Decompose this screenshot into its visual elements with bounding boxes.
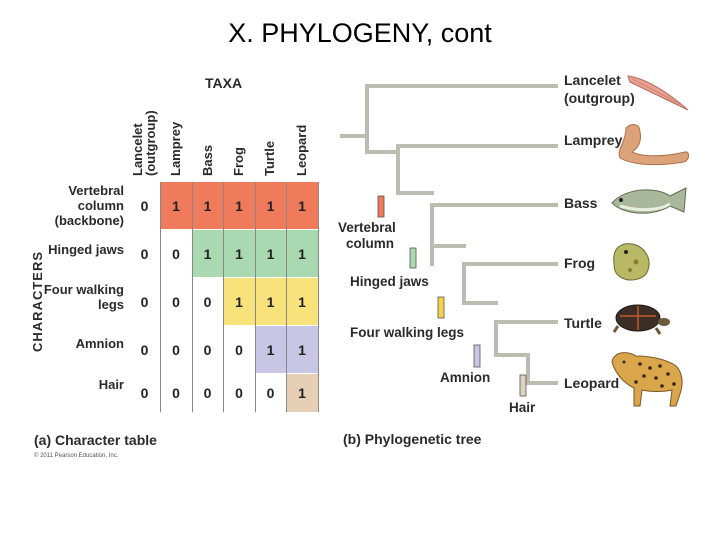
table-cell: 0 xyxy=(203,293,212,310)
table-cell: 1 xyxy=(255,182,286,229)
table-cell: 1 xyxy=(255,230,286,277)
table-cell: 0 xyxy=(140,197,149,214)
table-cell: 0 xyxy=(172,245,180,262)
grid-line xyxy=(254,182,256,412)
taxon-label-lancelet: Lancelet xyxy=(564,72,621,88)
taxon-label-turtle: Turtle xyxy=(564,315,602,331)
table-cell: 0 xyxy=(140,245,149,262)
tree-caption: (b) Phylogenetic tree xyxy=(343,431,482,447)
table-cell: 1 xyxy=(286,182,318,229)
grid-line xyxy=(191,182,193,412)
grid-line xyxy=(317,182,319,412)
bass-illustration xyxy=(611,187,687,214)
table-cell: 0 xyxy=(140,341,149,358)
lamprey-illustration xyxy=(618,124,690,166)
marker-four-walking-legs xyxy=(437,296,445,319)
taxa-heading: TAXA xyxy=(205,75,243,91)
character-markers xyxy=(377,195,527,397)
row-label-vertebral-column: Vertebral column (backbone) xyxy=(54,183,124,228)
table-cell: 1 xyxy=(286,374,318,412)
table-cell: 1 xyxy=(286,326,318,373)
table-cell: 0 xyxy=(203,341,212,358)
table-cell: 0 xyxy=(266,385,275,401)
table-cell: 0 xyxy=(140,385,149,401)
leopard-illustration xyxy=(611,352,683,407)
copyright-notice: © 2011 Pearson Education, Inc. xyxy=(34,453,119,459)
marker-vertebral-column xyxy=(377,195,385,218)
tree-label-four-walking-legs: Four walking legs xyxy=(350,325,464,340)
table-cell: 1 xyxy=(192,230,223,277)
grid-line xyxy=(160,182,161,412)
table-caption: (a) Character table xyxy=(34,432,157,448)
table-cell: 0 xyxy=(172,341,180,358)
grid-line xyxy=(286,182,287,412)
taxon-label-lamprey: Lamprey xyxy=(564,132,623,148)
table-cell: 0 xyxy=(235,385,243,401)
grid-line xyxy=(223,182,224,412)
table-cell: 1 xyxy=(223,278,255,325)
taxon-label-outgroup: (outgroup) xyxy=(564,90,635,106)
tree-label-vertebral: Vertebral xyxy=(338,220,396,235)
table-cell: 1 xyxy=(223,182,255,229)
taxon-label-bass: Bass xyxy=(564,195,598,211)
table-cell: 1 xyxy=(160,182,192,229)
frog-illustration xyxy=(613,243,650,281)
table-cell: 1 xyxy=(286,278,318,325)
turtle-illustration xyxy=(612,304,670,335)
taxon-label-frog: Frog xyxy=(564,255,595,271)
row-label-hinged-jaws: Hinged jaws xyxy=(48,242,124,257)
row-label-amnion: Amnion xyxy=(75,336,124,351)
taxon-label-leopard: Leopard xyxy=(564,375,619,391)
row-label-hair: Hair xyxy=(98,377,124,392)
lancelet-illustration xyxy=(627,75,689,111)
tree-label-amnion: Amnion xyxy=(440,370,490,385)
tree-branches xyxy=(340,84,558,385)
table-cell: 0 xyxy=(172,385,180,401)
table-cell: 1 xyxy=(223,230,255,277)
table-cell: 1 xyxy=(255,278,286,325)
table-cell: 1 xyxy=(255,326,286,373)
table-cell: 1 xyxy=(192,182,223,229)
marker-hinged-jaws xyxy=(409,247,417,269)
marker-amnion xyxy=(473,344,481,368)
tree-label-hair: Hair xyxy=(509,400,536,415)
table-cell: 0 xyxy=(140,293,149,310)
tree-label-hinged-jaws: Hinged jaws xyxy=(350,274,429,289)
marker-hair xyxy=(519,374,527,397)
table-cell: 0 xyxy=(203,385,212,401)
table-cell: 1 xyxy=(286,230,318,277)
row-label-four-walking-legs: Four walking legs xyxy=(43,282,124,312)
slide-title: X. PHYLOGENY, cont xyxy=(228,18,492,48)
tree-label-column: column xyxy=(346,236,394,251)
table-cell: 0 xyxy=(235,341,243,358)
table-cell: 0 xyxy=(172,293,180,310)
